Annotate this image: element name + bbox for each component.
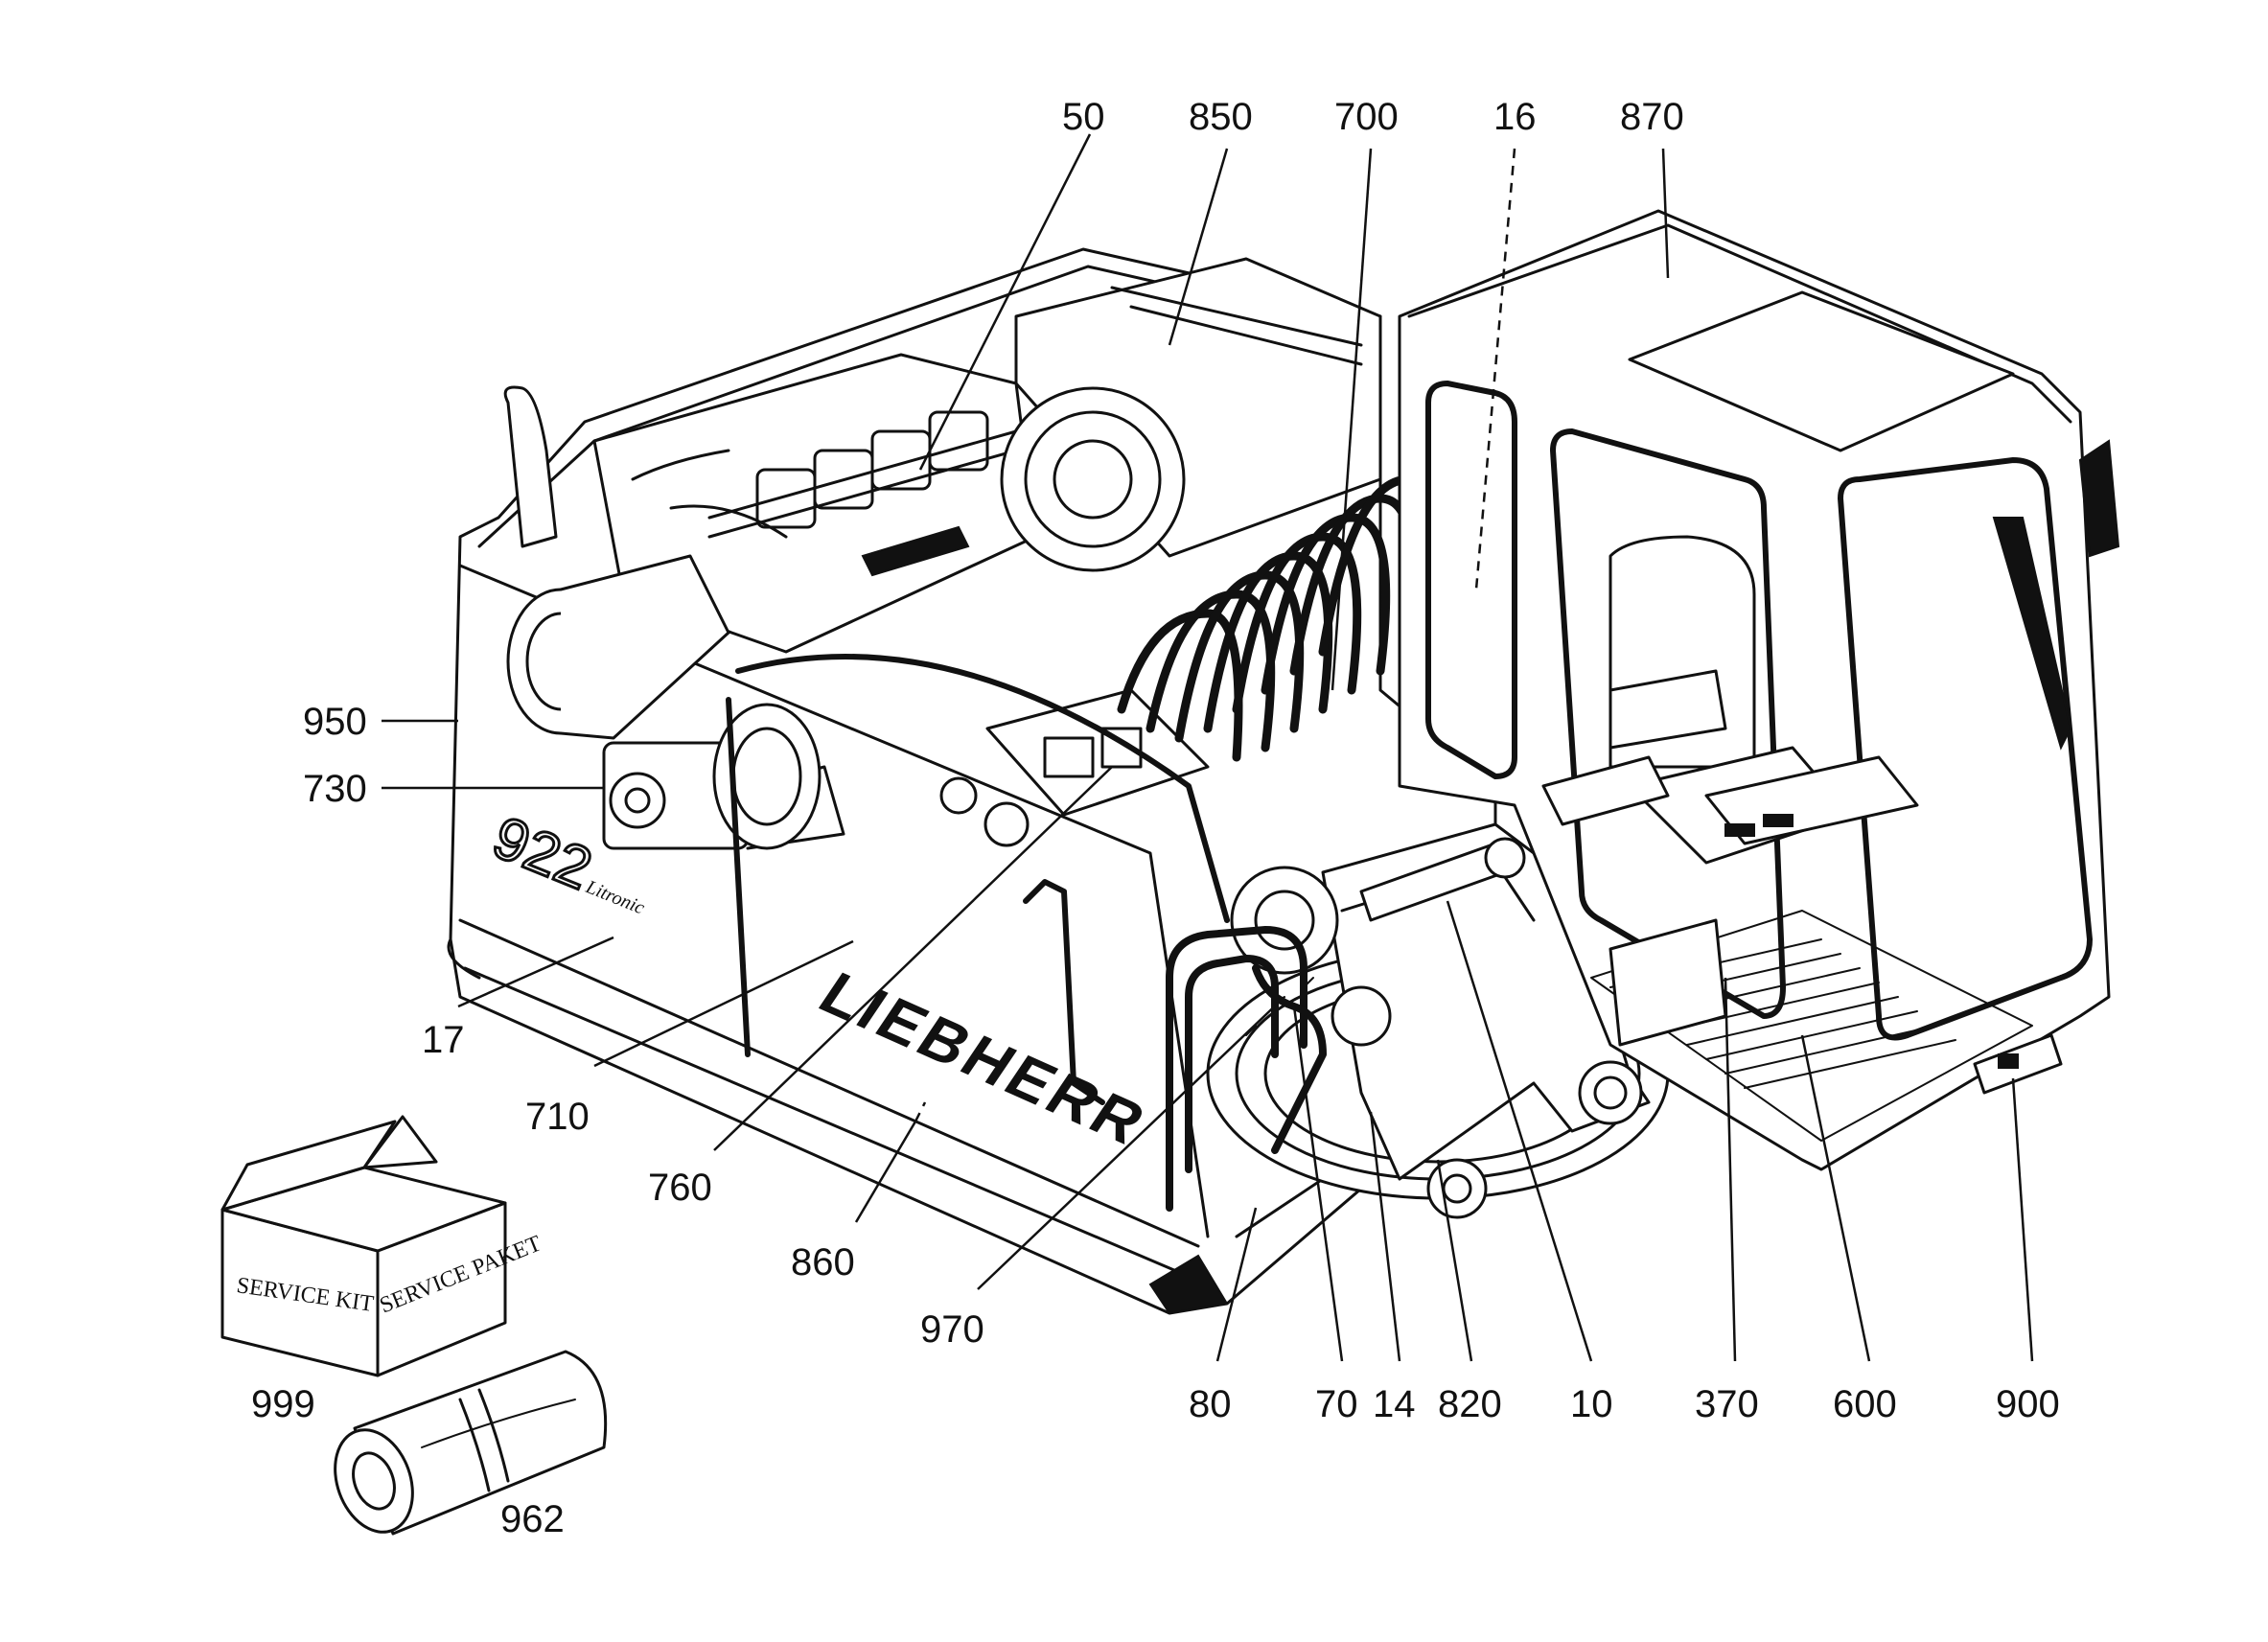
callout-700: 700 <box>1334 96 1399 138</box>
leader-lines <box>382 133 2034 1362</box>
callout-50: 50 <box>1062 96 1105 138</box>
callout-950: 950 <box>303 701 367 743</box>
callout-860: 860 <box>791 1241 855 1284</box>
callout-80: 80 <box>1189 1383 1232 1425</box>
callout-999: 999 <box>251 1383 315 1425</box>
callout-760: 760 <box>648 1167 712 1209</box>
engine-assembly <box>592 353 1037 654</box>
callout-900: 900 <box>1996 1383 2060 1425</box>
callout-730: 730 <box>303 768 367 810</box>
callout-962: 962 <box>500 1498 565 1540</box>
callout-16: 16 <box>1493 96 1537 138</box>
hydraulic-pump <box>602 703 845 850</box>
radiator-cooler <box>1000 257 1382 572</box>
operator-cab <box>1398 209 2120 1171</box>
callout-17: 17 <box>422 1019 465 1061</box>
handrails <box>726 654 1327 1212</box>
callout-850: 850 <box>1189 96 1253 138</box>
callout-870: 870 <box>1620 96 1684 138</box>
callout-70: 70 <box>1315 1383 1358 1425</box>
service-kit-box: SERVICE KIT SERVICE PAKET <box>220 1115 545 1377</box>
callout-970: 970 <box>920 1308 984 1351</box>
air-filter <box>503 385 730 740</box>
callout-10: 10 <box>1570 1383 1613 1425</box>
callout-600: 600 <box>1833 1383 1897 1425</box>
callout-labels: 50 850 700 16 870 950 730 17 710 760 860… <box>251 96 2060 1540</box>
callout-14: 14 <box>1373 1383 1416 1425</box>
rolled-manual <box>334 1350 608 1536</box>
callout-710: 710 <box>525 1096 590 1138</box>
callout-370: 370 <box>1695 1383 1759 1425</box>
callout-820: 820 <box>1438 1383 1502 1425</box>
